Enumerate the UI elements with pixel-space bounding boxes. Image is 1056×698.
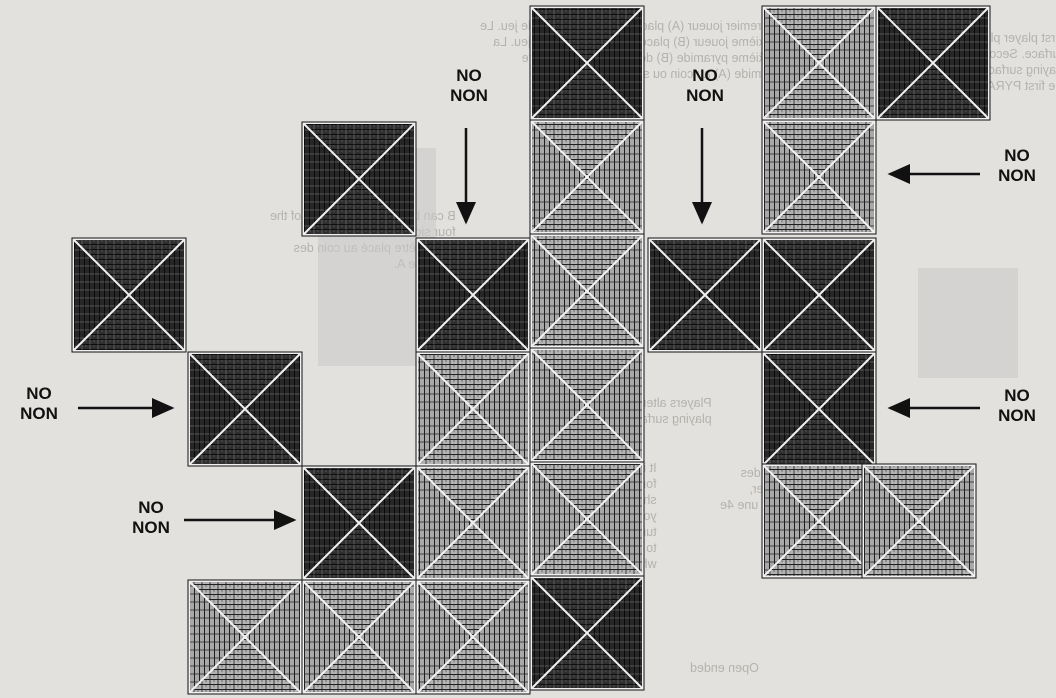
callout-label-top-left: NONON <box>430 66 508 106</box>
pyramid-tile-dark <box>876 6 990 120</box>
pyramid-tile-light <box>530 234 644 348</box>
label-no: NO <box>112 498 190 518</box>
label-no: NO <box>666 66 744 86</box>
pyramid-tile-light <box>302 580 416 694</box>
pyramid-tile-dark <box>416 238 530 352</box>
label-no: NO <box>0 384 78 404</box>
pyramid-tile-light <box>862 464 976 578</box>
pyramid-tile-light <box>530 348 644 462</box>
pyramid-tile-dark <box>648 238 762 352</box>
pyramid-tile-dark <box>302 466 416 580</box>
callout-label-right-lower: NONON <box>978 386 1056 426</box>
pyramid-tile-dark <box>530 576 644 690</box>
label-no: NO <box>430 66 508 86</box>
pyramid-tile-light <box>416 466 530 580</box>
label-non: NON <box>666 86 744 106</box>
label-non: NON <box>112 518 190 538</box>
label-non: NON <box>0 404 78 424</box>
label-non: NON <box>430 86 508 106</box>
pyramid-tile-dark <box>188 352 302 466</box>
pyramid-tile-light <box>416 352 530 466</box>
pyramid-tile-light <box>762 6 876 120</box>
pyramid-tile-dark <box>72 238 186 352</box>
label-non: NON <box>978 166 1056 186</box>
pyramid-tile-light <box>530 462 644 576</box>
label-no: NO <box>978 146 1056 166</box>
pyramid-tile-light <box>530 120 644 234</box>
pyramid-tile-dark <box>762 238 876 352</box>
callout-label-right-upper: NONON <box>978 146 1056 186</box>
callout-label-left-middle: NONON <box>0 384 78 424</box>
pyramid-tile-light <box>762 120 876 234</box>
pyramid-tile-light <box>416 580 530 694</box>
pyramid-tile-light <box>762 464 876 578</box>
pyramid-tile-dark <box>302 122 416 236</box>
pyramid-tile-light <box>188 580 302 694</box>
callout-label-top-center: NONON <box>666 66 744 106</box>
pyramid-tile-dark <box>762 352 876 466</box>
pyramid-tile-dark <box>530 6 644 120</box>
pyramid-grid <box>72 6 990 694</box>
label-no: NO <box>978 386 1056 406</box>
label-non: NON <box>978 406 1056 426</box>
